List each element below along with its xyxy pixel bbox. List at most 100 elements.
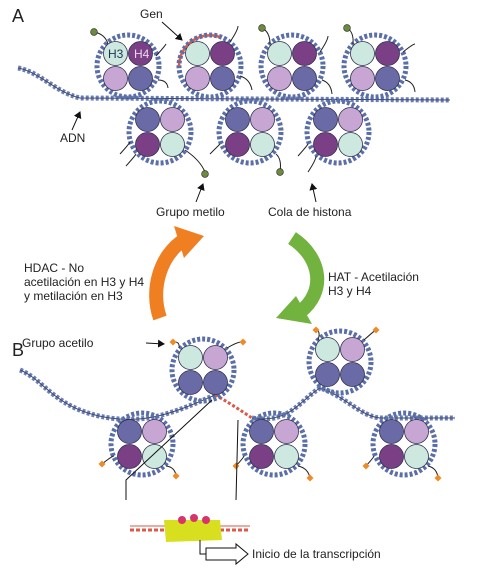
methyl-group (90, 28, 98, 36)
dna-wrap (306, 328, 374, 396)
methyl-tail (184, 149, 209, 178)
histone-subunit (160, 107, 185, 132)
acetyl-group (372, 326, 380, 334)
histone-subunit (404, 419, 429, 444)
histone-subunit (350, 41, 375, 66)
hdac-line-2: acetilación en H3 y H4 (24, 275, 144, 289)
histone-subunit (292, 66, 317, 91)
nucleosome (362, 410, 442, 482)
histone-subunit (135, 132, 160, 157)
histone-subunit (315, 362, 340, 387)
histone-subunit (210, 66, 235, 91)
histone-subunit (350, 66, 375, 91)
factor-dot (190, 514, 198, 522)
histone-tail (239, 75, 253, 91)
transcription-factor (164, 520, 222, 542)
histone-subunit (250, 132, 275, 157)
h4-label: H4 (134, 47, 150, 61)
histone-tail (157, 79, 169, 89)
acetyl-group (306, 474, 314, 482)
gene-segment-b (214, 393, 253, 420)
acetyl-group (98, 460, 106, 468)
histone-tail (319, 35, 329, 53)
histone-tail (321, 79, 333, 95)
dna-wrap (304, 98, 372, 166)
histone-tail (209, 143, 221, 155)
histone-tail (402, 43, 416, 53)
nucleosome (232, 410, 314, 482)
dna-wrap (108, 410, 176, 478)
histone-subunit (249, 419, 274, 444)
adn-label: ADN (60, 131, 85, 145)
nucleosome (176, 25, 253, 100)
acetyl-group (312, 326, 320, 334)
hdac-line-1: HDAC - No (24, 261, 84, 275)
histone-subunit (267, 41, 292, 66)
hdac-text: HDAC - No acetilación en H3 y H4 y metil… (24, 261, 144, 303)
gene-wrap (177, 34, 221, 67)
dna-wrap (341, 32, 409, 100)
gen-label: Gen (140, 7, 163, 21)
histone-subunit (225, 107, 250, 132)
histone-tail (119, 141, 131, 155)
histone-tail (155, 43, 167, 57)
acetyl-group (362, 462, 370, 470)
dna-wrap (126, 98, 194, 166)
histone-subunit (404, 444, 429, 469)
methyl-group (276, 168, 284, 176)
histone-tail (125, 153, 137, 167)
histone-tail (404, 79, 416, 93)
gen-pointer (161, 21, 183, 41)
histone-subunit (178, 370, 203, 395)
histone-subunit (267, 66, 292, 91)
dna-wrap (94, 32, 162, 100)
hat-arrow (276, 232, 325, 324)
panel-b-label: B (12, 340, 24, 360)
nucleosome (297, 98, 372, 173)
histone-tail (307, 155, 317, 173)
histone-subunit (142, 419, 167, 444)
histone-subunit (313, 107, 338, 132)
histone-subunit (315, 337, 340, 362)
inicio-transcripcion-label: Inicio de la transcripción (252, 547, 381, 561)
histone-subunit (128, 41, 153, 66)
dna-wrap (216, 98, 284, 166)
grupo-acetilo-label: Grupo acetilo (22, 336, 94, 350)
cola-histona-label: Cola de histona (268, 205, 352, 219)
nucleosome (341, 24, 416, 100)
acetyl-group (232, 462, 240, 470)
dna-wrap (370, 410, 438, 478)
methyl-group (258, 24, 266, 32)
dna-wrap (258, 32, 326, 100)
transcription-arrow (205, 542, 249, 566)
histone-subunit (142, 444, 167, 469)
adn-pointer (71, 111, 82, 131)
histone-subunit (338, 107, 363, 132)
acetyl-group (239, 338, 247, 346)
hdac-arrow (149, 226, 204, 321)
nucleosome (306, 326, 380, 396)
histone-subunit (379, 419, 404, 444)
acetyl-group (169, 338, 177, 346)
transcription-start-detail: Inicio de la transcripción (130, 514, 381, 566)
nucleosome (209, 98, 284, 176)
histone-subunit (274, 419, 299, 444)
factor-dot (178, 516, 186, 524)
acetyl-group (172, 472, 180, 480)
histone-subunit (379, 444, 404, 469)
histone-subunit (203, 370, 228, 395)
acetyl-group (434, 474, 442, 482)
histone-subunit (250, 107, 275, 132)
histone-subunit (178, 345, 203, 370)
histone-subunit (210, 41, 235, 66)
dna-wrap (169, 336, 237, 404)
grupo-metilo-label: Grupo metilo (156, 205, 225, 219)
histone-subunit (203, 345, 228, 370)
metilo-pointer (195, 183, 205, 203)
histone-subunit (103, 66, 128, 91)
dna-wrap (176, 32, 244, 100)
cola-pointer (309, 183, 318, 203)
